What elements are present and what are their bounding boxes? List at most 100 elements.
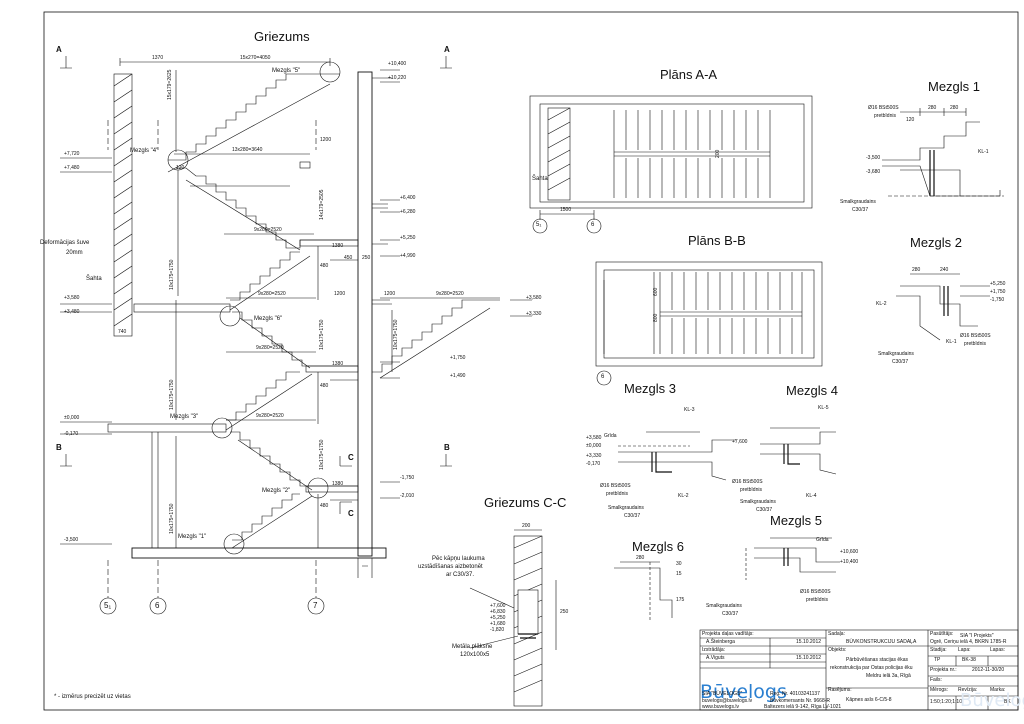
n3-level-4: -0,170 (586, 461, 601, 467)
tb-objekts-1: Pārbūvēšanas stacijas ēkas (846, 657, 908, 663)
tb-pasutitajs-1: SIA "I Projekts" (960, 633, 994, 639)
title-mezgls-4: Mezgls 4 (786, 383, 839, 398)
tb-pasutitajs-2: Ogrē, Ceriņu ielā 4, BKRN 1785-R (930, 639, 1007, 645)
tb-reg-2: Būvkomersants Nr. 9668-R (770, 698, 831, 704)
dim-480-c: 480 (320, 503, 329, 509)
node-4-label: Mezgls "4" (130, 148, 159, 154)
dim-9x280-b: 9x280=2520 (258, 291, 286, 297)
marker-b-right: B (444, 443, 450, 452)
n2-kl2: KL-2 (876, 301, 887, 307)
tb-lapa-value: BK-38 (962, 657, 976, 663)
tb-stadija-label: Stadija: (930, 647, 947, 653)
marker-b-left: B (56, 443, 62, 452)
n2-level-3: -1,750 (990, 297, 1005, 303)
tb-merogs-value: 1:50;1:20;1:10 (930, 699, 962, 705)
tb-projekta-nr-label: Projekta nr.: (930, 667, 957, 673)
tb-rasejums-value: Kāpnes asīs 6-C/5-8 (846, 697, 892, 703)
node-5-label: Mezgls "5" (272, 68, 301, 74)
level-p1490: +1,490 (450, 373, 466, 379)
n1-dim-280a: 280 (928, 105, 937, 111)
title-mezgls-5: Mezgls 5 (770, 513, 823, 528)
plan-aa-axis-5-1: 5₁ (536, 222, 542, 228)
n4-kl4: KL-4 (806, 493, 817, 499)
level-p3580-right: +3,580 (526, 295, 542, 301)
n2-dim-280: 280 (912, 267, 921, 273)
n4-rebar: Ø16 BSt500S (732, 479, 763, 485)
axis-6: 6 (155, 601, 160, 610)
plan-aa-dim-1500: 1500 (560, 207, 572, 213)
tb-fails-label: Fails: (930, 677, 942, 683)
dim-9x280-e: 9x280=2520 (256, 413, 284, 419)
tb-reg-1: Reģ. Nr. 40103241137 (770, 691, 820, 697)
title-griezums: Griezums (254, 29, 310, 44)
n3-grida: Grīda (604, 433, 617, 439)
dim-1200-c: 1200 (384, 291, 396, 297)
n2-concrete-class: C30/37 (892, 359, 909, 365)
tb-izstradaja: Izstrādāja: (702, 647, 726, 653)
n3-kl3: KL-3 (684, 407, 695, 413)
n6-dim-280: 280 (636, 555, 645, 561)
cc-level-4: +1,680 (490, 621, 506, 627)
cc-level-2: +6,830 (490, 609, 506, 615)
n5-concrete: Smalkgraudains (706, 603, 742, 609)
plan-bb-dim-800: 800 (653, 313, 659, 322)
n5-rebar: Ø16 BSt500S (800, 589, 831, 595)
tb-lapas-label: Lapas: (990, 647, 1006, 653)
dim-1200-b: 1200 (334, 291, 346, 297)
node-3-label: Mezgls "3" (170, 414, 199, 420)
tb-objekts-label: Objekts: (828, 647, 847, 653)
dim-120: 120 (176, 165, 185, 171)
n6-dim-15: 15 (676, 571, 682, 577)
title-mezgls-3: Mezgls 3 (624, 381, 677, 396)
dim-1200-a: 1200 (320, 137, 332, 143)
level-p10220: +10,220 (388, 75, 407, 81)
n3-level-2: ±0,000 (586, 443, 602, 449)
plan-bb-dim-600: 600 (653, 287, 659, 296)
n4-kl5: KL-5 (818, 405, 829, 411)
plan-aa-dim-200: 200 (715, 149, 721, 158)
dim-10x175-b: 10x175=1750 (319, 319, 325, 350)
dim-10x175-a: 10x175=1750 (169, 259, 175, 290)
tb-date-2: 15.10.2012 (796, 655, 822, 661)
cc-plate-1: Metāla plāksne (452, 644, 493, 650)
level-p7720: +7,720 (64, 151, 80, 157)
n1-rebar: Ø16 BSt500S (868, 105, 899, 111)
level-p3480: +3,480 (64, 309, 80, 315)
cc-note-1: Pēc kāpņu laukuma (432, 556, 485, 562)
tb-sadala-value: BŪVKONSTRUKCIJU SADAĻA (846, 639, 917, 645)
tb-marka-value: BK (1004, 699, 1011, 705)
level-p5250: +5,250 (400, 235, 416, 241)
n2-rebar: Ø16 BSt500S (960, 333, 991, 339)
n5-grida: Grīda (816, 537, 829, 543)
level-p10400: +10,400 (388, 61, 407, 67)
marker-c-bottom: C (348, 509, 354, 518)
tb-reg-3: Baltezers ielā 9-142, Rīga LV-1021 (764, 704, 842, 710)
tb-date-1: 15.10.2012 (796, 639, 822, 645)
cc-dim-200: 200 (522, 523, 531, 529)
dim-top: 15x270=4050 (240, 55, 271, 61)
n2-concrete: Smalkgraudains (878, 351, 914, 357)
n4-concrete-class: C30/37 (756, 507, 773, 513)
n1-dim-280b: 280 (950, 105, 959, 111)
dim-9x280-d: 9x280=2520 (256, 345, 284, 351)
dim-740: 740 (118, 329, 127, 335)
level-p6280: +6,280 (400, 209, 416, 215)
n3-concrete-class: C30/37 (624, 513, 641, 519)
level-m3500: -3,500 (64, 537, 79, 543)
dim-15x179: 15x179=2625 (167, 69, 173, 100)
title-mezgls-1: Mezgls 1 (928, 79, 981, 94)
dim-1380-b: 1380 (332, 361, 344, 367)
dim-480-b: 480 (320, 383, 329, 389)
tb-projekta-nr-value: 2012-11-30/20 (972, 667, 1005, 673)
level-m1750: -1,750 (400, 475, 415, 481)
n5-level-2: +10,400 (840, 559, 859, 565)
n5-level-1: +10,600 (840, 549, 859, 555)
marker-a-right: A (444, 45, 450, 54)
dim-480-a: 480 (320, 263, 329, 269)
dim-13x280: 13x280=3640 (232, 147, 263, 153)
dim-10x175-d: 10x175=1750 (169, 379, 175, 410)
dim-10x175-c: 10x175=1750 (393, 319, 399, 350)
footnote: * - izmērus precizēt uz vietas (54, 694, 131, 700)
cc-dim-250: 250 (560, 609, 569, 615)
